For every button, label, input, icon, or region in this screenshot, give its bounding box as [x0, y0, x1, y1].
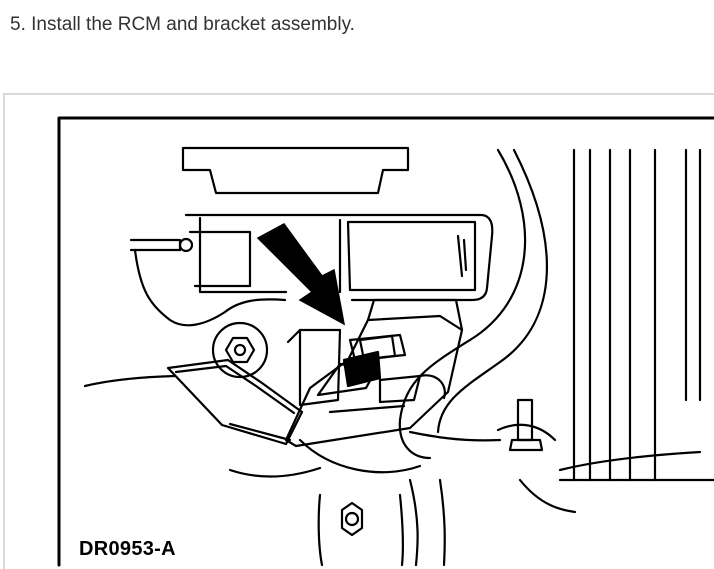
module-housing [184, 213, 494, 302]
bottom-nut [340, 501, 364, 537]
hose [398, 148, 527, 460]
figure-code: DR0953-A [79, 538, 176, 560]
left-bolt [211, 321, 269, 379]
top-cover [181, 146, 410, 195]
right-bolt [496, 398, 557, 452]
connector-tab [129, 238, 182, 252]
pointer-arrow [256, 223, 346, 326]
bracket [166, 358, 304, 446]
step-instruction: 5. Install the RCM and bracket assembly. [10, 14, 355, 35]
figure-frame [3, 93, 714, 569]
drawing-border [57, 116, 714, 567]
connector-plug [342, 350, 382, 388]
rcm-body [284, 314, 464, 448]
